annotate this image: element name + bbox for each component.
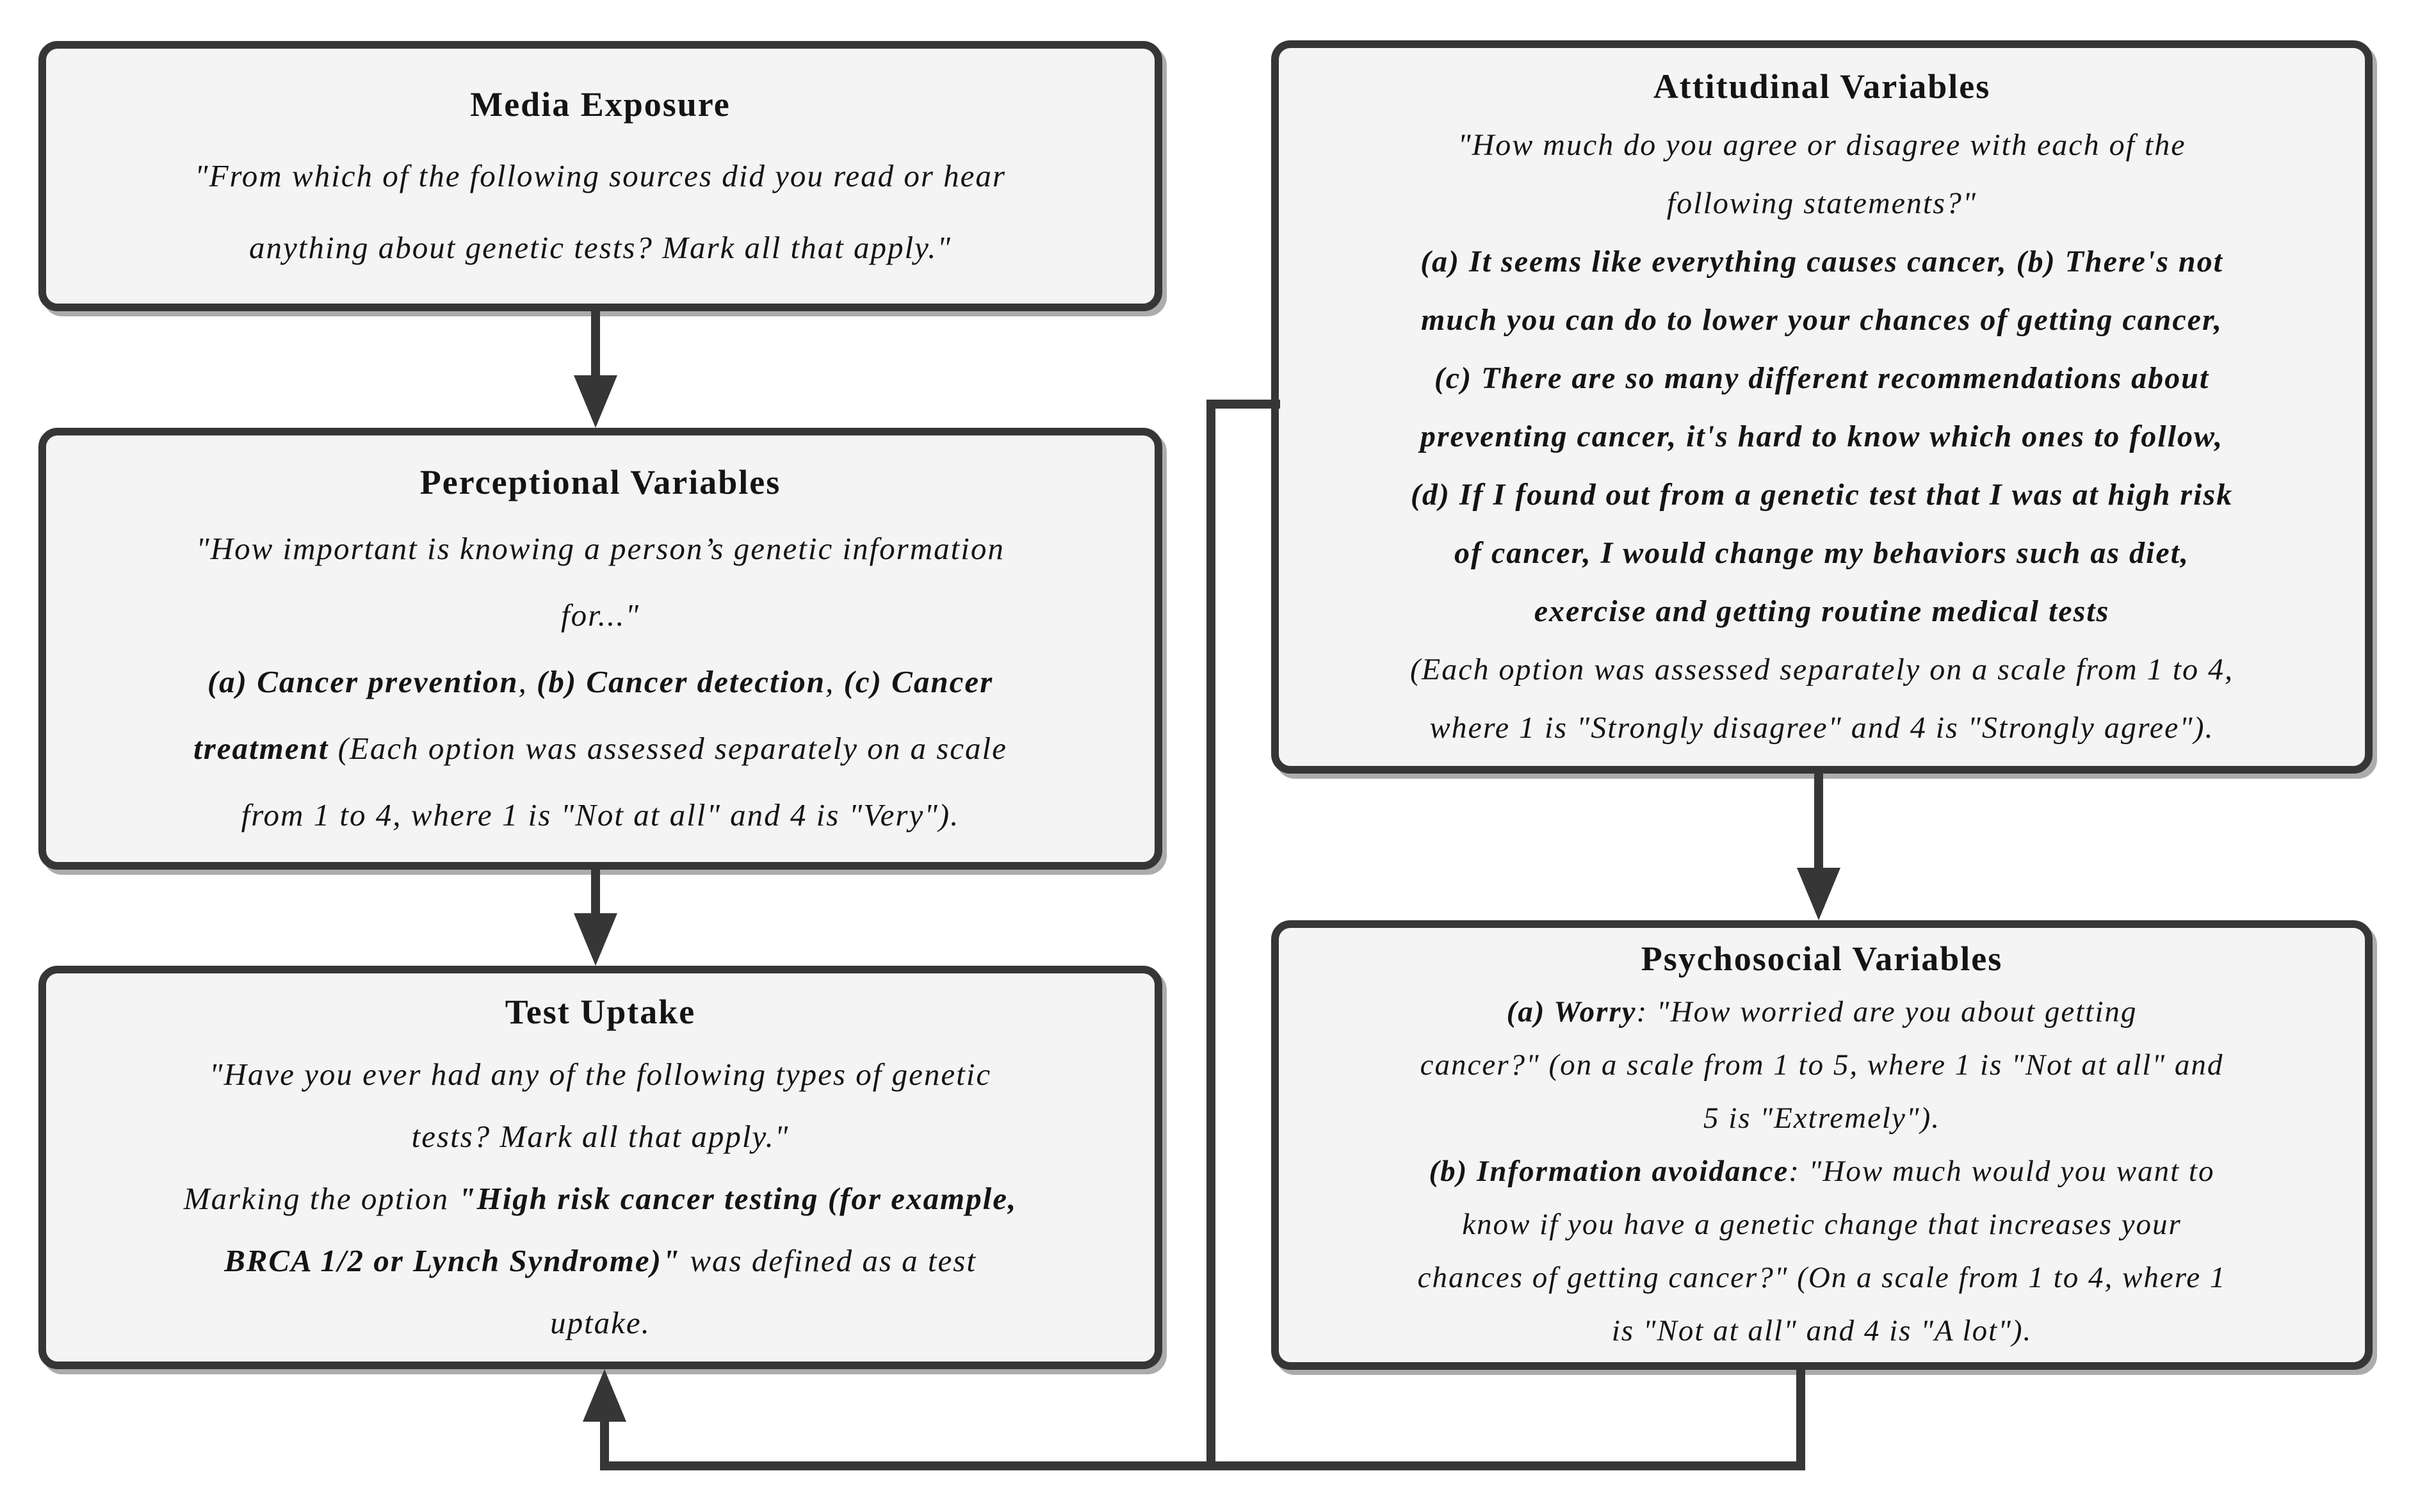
text-line: much you can do to lower your chances of… bbox=[1421, 302, 2223, 337]
box-media-exposure: Media Exposure "From which of the follow… bbox=[38, 41, 1162, 311]
box-attitudinal-variables: Attitudinal Variables "How much do you a… bbox=[1271, 40, 2373, 774]
text-line: for..." bbox=[560, 597, 640, 633]
text-line: chances of getting cancer?" (On a scale … bbox=[1417, 1261, 2227, 1294]
text-line: "How important is knowing a person’s gen… bbox=[196, 531, 1005, 566]
box-title: Media Exposure bbox=[470, 85, 731, 124]
arrow-media-to-perceptional-stem bbox=[591, 311, 600, 378]
arrow-feedback-to-uptake-head bbox=[583, 1369, 626, 1422]
arrow-attitudinal-to-psychosocial-stem bbox=[1814, 774, 1823, 870]
text-line: from 1 to 4, where 1 is "Not at all" and… bbox=[241, 797, 960, 833]
text-line: cancer?" (on a scale from 1 to 5, where … bbox=[1420, 1048, 2224, 1082]
text-line: uptake. bbox=[550, 1305, 651, 1340]
text-line: BRCA 1/2 or Lynch Syndrome)" was defined… bbox=[224, 1243, 977, 1278]
text-line: know if you have a genetic change that i… bbox=[1462, 1208, 2182, 1241]
arrow-perceptional-to-uptake-head bbox=[574, 913, 617, 966]
arrow-feedback-to-uptake-stem bbox=[600, 1419, 609, 1470]
connector-psychosocial-riser bbox=[1796, 1370, 1805, 1470]
box-title: Attitudinal Variables bbox=[1653, 67, 1991, 106]
box-title: Perceptional Variables bbox=[419, 463, 781, 501]
text-line: preventing cancer, it's hard to know whi… bbox=[1420, 419, 2224, 453]
connector-feedback-bottom-line bbox=[600, 1461, 1805, 1470]
text-line: tests? Mark all that apply." bbox=[411, 1119, 790, 1154]
text-line: (c) There are so many different recommen… bbox=[1434, 361, 2210, 395]
arrow-attitudinal-to-psychosocial-head bbox=[1797, 868, 1840, 920]
text-line: (d) If I found out from a genetic test t… bbox=[1410, 477, 2234, 512]
text-line: following statements?" bbox=[1666, 186, 1977, 220]
text-line: (a) It seems like everything causes canc… bbox=[1420, 244, 2223, 279]
text-line: Marking the option "High risk cancer tes… bbox=[183, 1181, 1018, 1216]
text-line: anything about genetic tests? Mark all t… bbox=[248, 230, 952, 265]
text-line: 5 is "Extremely"). bbox=[1703, 1101, 1940, 1135]
box-title: Psychosocial Variables bbox=[1641, 939, 2003, 978]
text-line: "Have you ever had any of the following … bbox=[209, 1057, 992, 1092]
text-line: exercise and getting routine medical tes… bbox=[1534, 594, 2110, 628]
text-line: (Each option was assessed separately on … bbox=[1409, 652, 2234, 687]
text-line: "From which of the following sources did… bbox=[195, 158, 1006, 193]
connector-attitudinal-left-horizontal bbox=[1206, 400, 1280, 409]
text-line: (a) Cancer prevention, (b) Cancer detect… bbox=[207, 664, 994, 699]
box-psychosocial-variables: Psychosocial Variables (a) Worry: "How w… bbox=[1271, 920, 2373, 1370]
text-line: (b) Information avoidance: "How much wou… bbox=[1429, 1155, 2215, 1188]
box-test-uptake: Test Uptake "Have you ever had any of th… bbox=[38, 966, 1162, 1369]
text-line: where 1 is "Strongly disagree" and 4 is … bbox=[1429, 710, 2214, 745]
arrow-media-to-perceptional-head bbox=[574, 375, 617, 428]
box-perceptional-variables: Perceptional Variables "How important is… bbox=[38, 428, 1162, 870]
text-line: is "Not at all" and 4 is "A lot"). bbox=[1611, 1314, 2033, 1347]
text-line: "How much do you agree or disagree with … bbox=[1457, 127, 2186, 162]
text-line: (a) Worry: "How worried are you about ge… bbox=[1506, 995, 2138, 1028]
text-line: treatment (Each option was assessed sepa… bbox=[193, 731, 1007, 766]
arrow-perceptional-to-uptake-stem bbox=[591, 870, 600, 915]
text-line: of cancer, I would change my behaviors s… bbox=[1454, 535, 2190, 570]
connector-attitudinal-left-vertical bbox=[1206, 400, 1215, 1470]
box-title: Test Uptake bbox=[505, 993, 696, 1031]
